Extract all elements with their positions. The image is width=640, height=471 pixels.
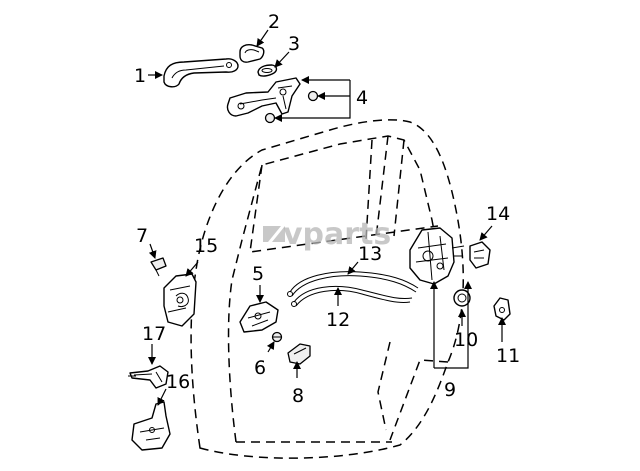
handle-screw <box>271 331 283 343</box>
callout-9: 9 <box>444 379 456 401</box>
callout-1: 1 <box>134 65 146 87</box>
callout-8: 8 <box>292 385 304 407</box>
lock-striker-cover <box>469 241 491 269</box>
handle-frame <box>226 77 301 117</box>
watermark-logo-mark <box>263 226 285 242</box>
outside-door-handle <box>163 58 239 88</box>
callout-4: 4 <box>356 87 368 109</box>
lower-hinge <box>131 401 171 451</box>
callout-14: 14 <box>486 203 510 225</box>
watermark-text: vparts <box>283 217 391 252</box>
callout-12: 12 <box>326 309 350 331</box>
handle-pad <box>239 44 265 63</box>
handle-bezel <box>287 343 311 365</box>
leader-lines <box>148 29 506 406</box>
handle-gasket <box>257 64 278 77</box>
handle-cable <box>291 285 413 307</box>
callout-6: 6 <box>254 357 266 379</box>
callout-16: 16 <box>166 371 190 393</box>
callout-13: 13 <box>358 243 382 265</box>
callout-2: 2 <box>268 11 280 33</box>
callout-5: 5 <box>252 263 264 285</box>
upper-hinge <box>163 273 197 327</box>
door-outline <box>190 119 464 459</box>
callout-15: 15 <box>194 235 218 257</box>
lock-grommet <box>453 289 471 307</box>
callout-11: 11 <box>496 345 520 367</box>
callout-17: 17 <box>142 323 166 345</box>
callout-3: 3 <box>288 33 300 55</box>
hinge-bolt <box>150 257 167 277</box>
watermark: vparts <box>263 217 391 252</box>
callout-labels: 1 2 3 4 5 6 7 8 9 10 11 12 13 14 15 16 1… <box>134 11 520 407</box>
door-check <box>128 365 169 389</box>
lock-cable <box>287 271 419 297</box>
callout-10: 10 <box>454 329 478 351</box>
door-lock-assembly <box>409 227 465 285</box>
door-striker <box>493 297 511 321</box>
inside-door-handle <box>239 301 279 333</box>
callout-7: 7 <box>136 225 148 247</box>
